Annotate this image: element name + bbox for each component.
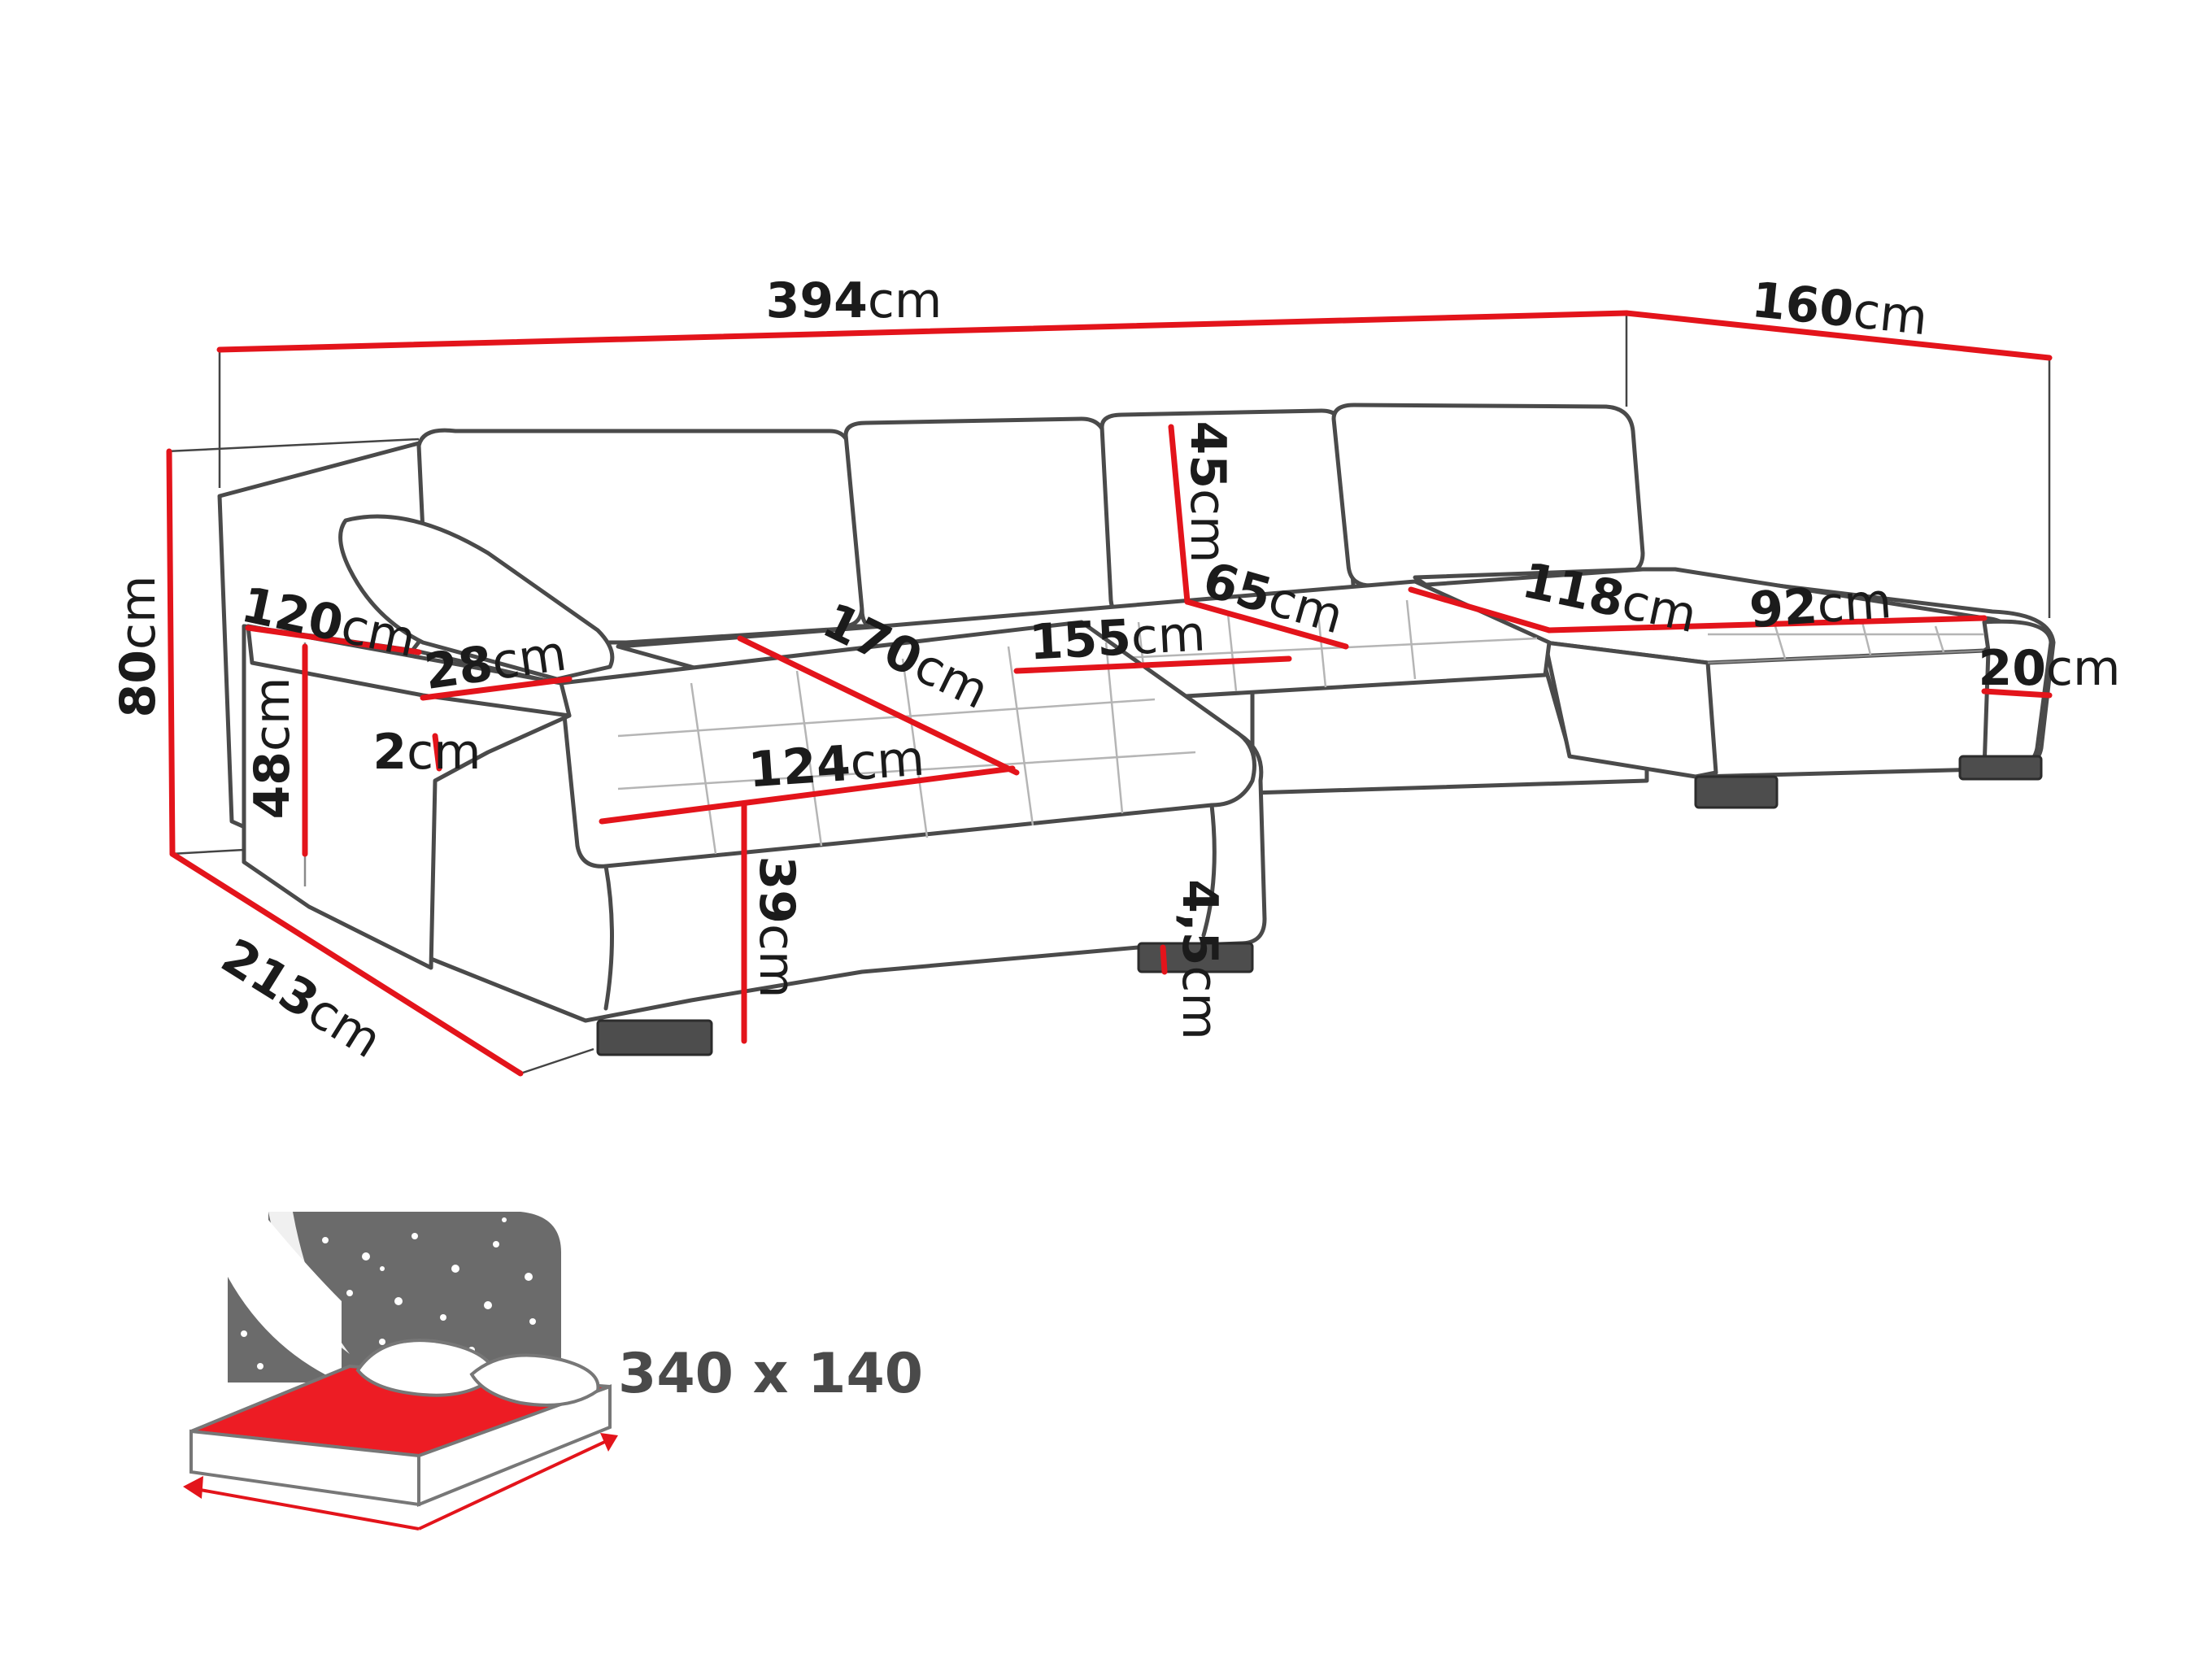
decorative-pillow bbox=[338, 514, 615, 681]
leg-right-arm bbox=[1958, 755, 2043, 781]
right-seat-edge bbox=[1707, 649, 1985, 664]
dimline-160 bbox=[1623, 310, 2053, 361]
back-cushion-4 bbox=[1331, 403, 1645, 588]
label-armrest-width: 28cm bbox=[421, 625, 570, 701]
label-armrest-height: 48cm bbox=[244, 677, 301, 820]
sleeping-area-label: 340 x 140 bbox=[618, 1342, 923, 1406]
dimline-80 bbox=[166, 448, 176, 857]
dimline-65 bbox=[1184, 599, 1349, 650]
leg-front-middle bbox=[1137, 942, 1254, 973]
back-cushion-2 bbox=[843, 416, 1121, 633]
dimline-124 bbox=[599, 765, 1016, 825]
right-chaise-front bbox=[1543, 640, 1718, 779]
sleeping-area-icon: 340 x 140 bbox=[183, 1212, 923, 1531]
mattress-side-icon bbox=[417, 1384, 612, 1507]
left-seat-tufting bbox=[617, 642, 1196, 855]
left-seat-front-edge bbox=[603, 864, 614, 1011]
left-seat-right-edge bbox=[1201, 803, 1217, 938]
label-chaise-right-depth: 160cm bbox=[1749, 272, 1931, 346]
label-chaise-left-depth: 213cm bbox=[211, 928, 391, 1069]
label-seat-height: 39cm bbox=[748, 856, 805, 999]
dimline-20 bbox=[1981, 688, 2053, 699]
leg-right-chaise bbox=[1694, 775, 1779, 809]
dimline-394 bbox=[216, 310, 1630, 353]
dimline-213 bbox=[169, 851, 524, 1077]
dimline-45 bbox=[1168, 424, 1191, 605]
label-backrest-height: 45cm bbox=[1179, 421, 1236, 564]
label-overall-length: 394cm bbox=[766, 272, 943, 329]
dimline-28 bbox=[420, 676, 573, 701]
dimline-45cm-leg bbox=[1160, 944, 1168, 975]
night-sky-icon bbox=[268, 1212, 561, 1382]
extension-lines bbox=[166, 313, 2051, 1075]
dimline-155 bbox=[1013, 655, 1292, 674]
label-right-seat-width: 92cm bbox=[1748, 573, 1893, 639]
dimline-120 bbox=[245, 625, 422, 655]
left-armrest-top bbox=[246, 624, 572, 718]
dimline-92 bbox=[1546, 615, 1988, 634]
label-overall-height: 80cm bbox=[110, 576, 167, 718]
dimline-170 bbox=[737, 635, 1020, 776]
arrow-left-icon bbox=[183, 1476, 203, 1499]
sofa-outline bbox=[217, 403, 2056, 1056]
label-left-seat-width: 124cm bbox=[747, 730, 926, 799]
label-armrest-offset: 2cm bbox=[372, 724, 481, 781]
label-right-arm-width: 20cm bbox=[1979, 640, 2121, 697]
dimension-lines bbox=[166, 310, 2053, 1077]
label-leg-height: 4,5cm bbox=[1171, 879, 1228, 1040]
bed-pillow-icon bbox=[469, 1353, 600, 1407]
dimline-118 bbox=[1408, 586, 1552, 634]
right-seat-tufting bbox=[1708, 617, 1984, 660]
moon-icon bbox=[228, 1277, 342, 1382]
left-armrest bbox=[242, 624, 572, 970]
label-middle-seat-width: 155cm bbox=[1028, 605, 1207, 671]
dimline-2 bbox=[432, 733, 442, 772]
arrow-right-icon bbox=[600, 1433, 618, 1452]
leg-front-left bbox=[596, 1019, 713, 1056]
